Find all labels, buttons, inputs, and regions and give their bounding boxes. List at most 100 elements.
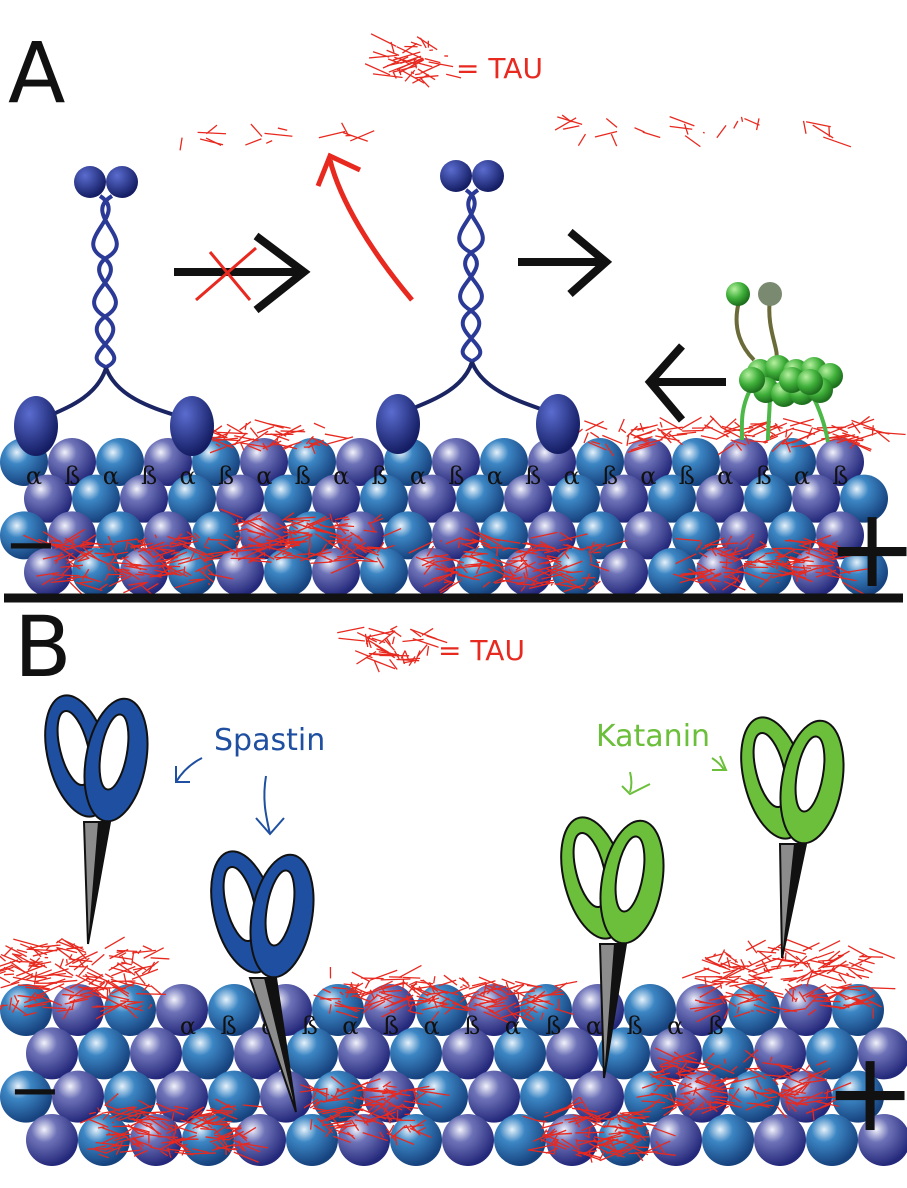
tau-strand xyxy=(215,443,221,447)
tau-strand xyxy=(617,1146,636,1158)
tau-strand xyxy=(452,986,470,994)
tau-strand xyxy=(329,513,333,523)
tau-strand xyxy=(758,950,772,962)
tau-strand xyxy=(20,943,48,956)
tau-strand xyxy=(577,133,587,146)
tubulin-sphere xyxy=(408,474,456,523)
tau-strand xyxy=(502,546,510,552)
tau-strand xyxy=(461,977,470,987)
tau-strand xyxy=(464,527,487,541)
tau-strand xyxy=(822,564,843,579)
tubulin-sphere xyxy=(624,1070,676,1123)
tau-strand xyxy=(706,579,717,591)
tau-strand xyxy=(356,631,377,643)
tau-strand xyxy=(239,441,245,451)
tau-strand xyxy=(244,1143,269,1149)
tau-strand xyxy=(721,996,737,1008)
tau-strand xyxy=(385,637,392,645)
tau-strand xyxy=(525,541,540,548)
tubulin-subunit-label: α xyxy=(256,462,272,490)
tau-strand xyxy=(527,1143,558,1151)
tau-strand xyxy=(328,1004,332,1014)
tau-strand xyxy=(551,1101,583,1114)
tau-strand xyxy=(686,1097,696,1105)
tau-strand xyxy=(608,1151,625,1158)
tau-strand xyxy=(452,1002,477,1011)
tau-strand xyxy=(378,630,396,645)
tubulin-sphere xyxy=(696,474,744,523)
tau-strand xyxy=(730,961,758,974)
tau-strand xyxy=(148,1003,153,1009)
tau-strand xyxy=(740,116,744,122)
tubulin-sphere xyxy=(792,474,840,523)
tau-strand xyxy=(443,579,455,584)
katanin-scissors-1 xyxy=(560,816,665,1079)
tau-strand xyxy=(784,988,797,1001)
tau-strand xyxy=(49,543,73,547)
tubulin-sphere xyxy=(858,1027,907,1080)
tubulin-sphere xyxy=(156,984,208,1036)
tau-strand xyxy=(112,561,142,566)
tau-strand xyxy=(345,991,363,994)
tau-strand xyxy=(716,124,727,139)
tau-strand xyxy=(371,637,386,644)
tau-strand xyxy=(72,951,98,965)
tau-strand xyxy=(283,552,302,559)
tau-strand xyxy=(319,524,350,532)
tau-strand xyxy=(655,1140,666,1154)
tau-strand xyxy=(523,1005,536,1018)
tau-strand xyxy=(802,1079,828,1084)
tubulin-sphere xyxy=(754,1114,806,1166)
tau-strand xyxy=(478,976,502,988)
tubulin-sphere xyxy=(338,1027,390,1080)
tau-strand xyxy=(199,138,224,146)
tau-strand xyxy=(384,638,395,651)
tau-strand xyxy=(104,1142,119,1151)
tau-strand xyxy=(388,1124,395,1134)
tau-strand xyxy=(778,569,807,579)
tau-strand xyxy=(546,555,560,560)
tau-strand xyxy=(837,439,864,442)
tau-strand xyxy=(711,542,739,546)
tau-strand xyxy=(390,1105,419,1109)
tubulin-subunit-label: α xyxy=(717,462,733,490)
tau-strand xyxy=(605,117,618,128)
tau-strand xyxy=(559,531,573,541)
tau-strand xyxy=(412,1090,428,1102)
tau-strand xyxy=(541,573,564,580)
tau-strand xyxy=(456,560,468,574)
tau-strand xyxy=(337,626,365,634)
tau-strand xyxy=(155,555,164,563)
tau-strand xyxy=(466,994,497,1004)
tau-strand xyxy=(109,1106,138,1119)
tau-strand xyxy=(143,947,164,959)
tau-strand xyxy=(126,541,152,555)
tau-strand xyxy=(759,561,777,566)
tau-strand xyxy=(788,565,812,569)
tau-strand xyxy=(795,955,809,968)
tau-strand xyxy=(851,422,861,434)
tau-strand xyxy=(676,431,697,435)
tau-strand xyxy=(806,427,814,439)
tau-strand xyxy=(488,1009,501,1017)
tau-strand xyxy=(25,986,50,991)
tau-strand xyxy=(753,1102,770,1109)
tau-strand xyxy=(641,1140,671,1155)
tau-strand xyxy=(98,1153,110,1159)
tau-strand xyxy=(749,1068,767,1080)
tau-strand xyxy=(544,1111,549,1114)
tubulin-sphere xyxy=(600,474,648,523)
tau-strand xyxy=(330,1094,340,1101)
tau-strand xyxy=(838,973,847,984)
tau-strand xyxy=(641,1082,657,1089)
tau-strand xyxy=(599,1147,630,1162)
tau-strand xyxy=(598,1151,605,1161)
tau-strand xyxy=(801,437,829,449)
tau-strand xyxy=(857,958,875,965)
tau-strand xyxy=(308,442,321,447)
tau-strand xyxy=(368,640,390,654)
tau-strand xyxy=(611,1139,627,1146)
tau-strand xyxy=(154,534,158,539)
tau-strand xyxy=(481,985,507,994)
tau-strand xyxy=(121,961,133,966)
